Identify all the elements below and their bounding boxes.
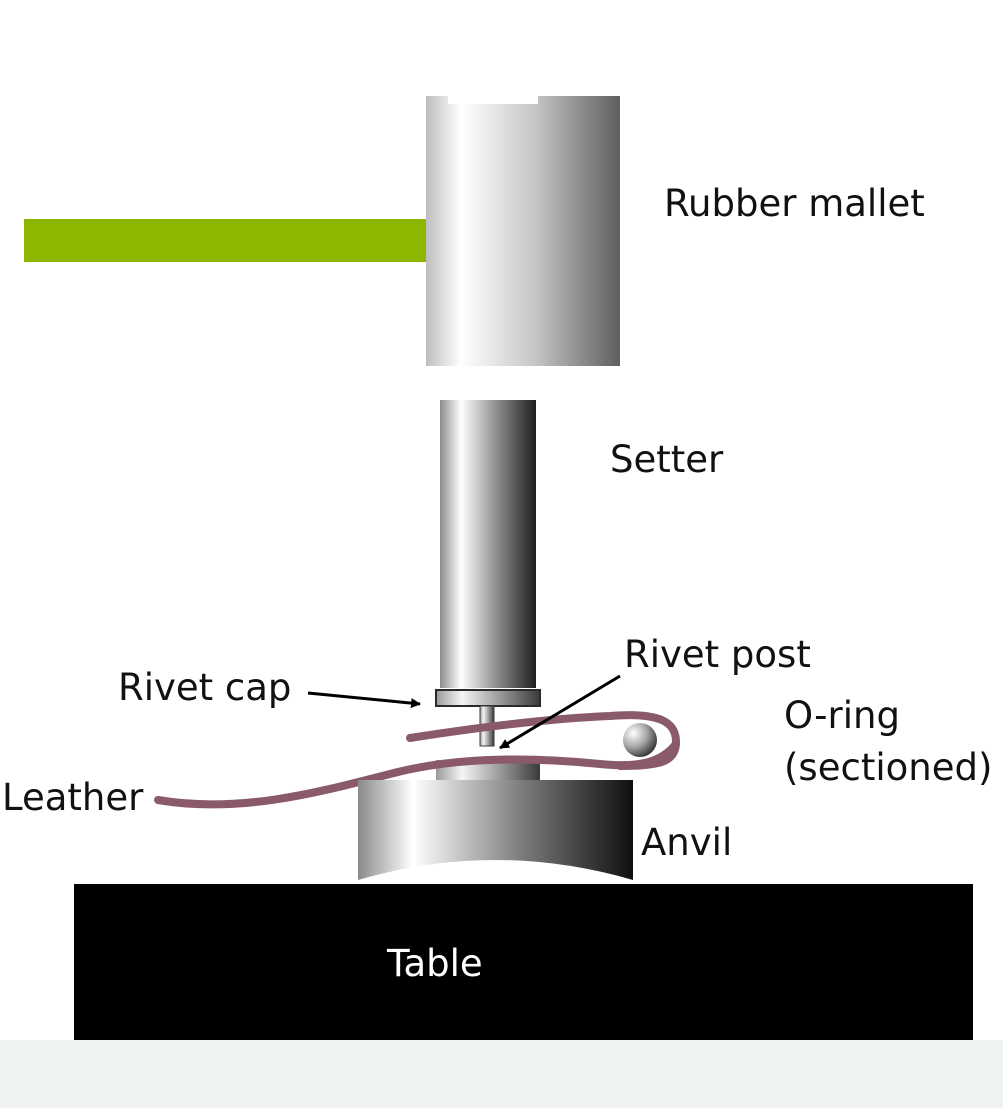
label-anvil: Anvil bbox=[641, 821, 732, 864]
label-table: Table bbox=[386, 942, 483, 985]
label-rubber-mallet: Rubber mallet bbox=[664, 182, 925, 225]
label-setter: Setter bbox=[610, 438, 724, 481]
setter bbox=[440, 400, 536, 688]
bottom-band bbox=[0, 1040, 1003, 1108]
label-o-ring-sectioned: (sectioned) bbox=[784, 746, 992, 789]
o-ring-section bbox=[623, 723, 657, 757]
label-rivet-cap: Rivet cap bbox=[118, 666, 291, 709]
label-o-ring: O-ring bbox=[784, 694, 900, 737]
label-leather: Leather bbox=[2, 776, 144, 819]
mallet-handle bbox=[24, 219, 430, 262]
rivet-post-arrow bbox=[499, 674, 621, 750]
label-rivet-post: Rivet post bbox=[624, 633, 811, 676]
leather-top-layer bbox=[406, 711, 681, 770]
anvil bbox=[358, 780, 633, 880]
leather-bottom-layer bbox=[154, 740, 680, 809]
rivet-cap-arrow bbox=[307, 691, 421, 709]
rivet-cap bbox=[435, 689, 541, 707]
table bbox=[74, 884, 973, 1040]
mallet-head bbox=[426, 96, 620, 366]
